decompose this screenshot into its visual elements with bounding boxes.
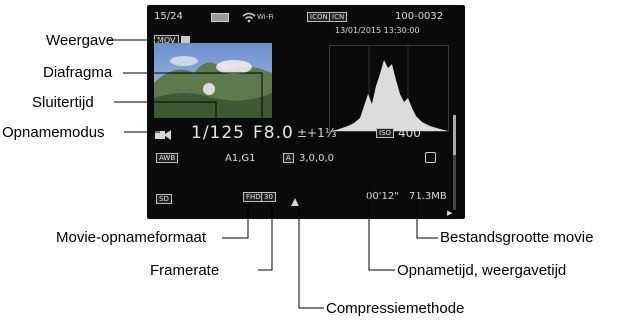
callout-weergave: Weergave	[46, 32, 115, 49]
scrollbar-track	[453, 115, 456, 210]
picture-style-settings: 3,0,0,0	[299, 153, 334, 164]
picture-style-icon: A	[283, 153, 294, 163]
iso-label-icon: ISO	[376, 128, 395, 138]
camera-lcd-screen: 15/24 Wi-Fi ICON ICN 100-0032 13/01/2015…	[147, 5, 465, 219]
movie-thumbnail	[154, 43, 272, 118]
callout-opnametijd: Opnametijd, weergavetijd	[397, 262, 567, 279]
frame-rate-icon: 30	[261, 192, 276, 202]
color-space-icon	[425, 152, 436, 163]
wifi-icon	[242, 10, 256, 28]
callout-opnamemodus: Opnamemodus	[2, 124, 105, 141]
callout-bestandsgrootte: Bestandsgrootte movie	[440, 229, 594, 246]
leader-bestandsgrootte	[416, 192, 438, 239]
callout-sluitertijd: Sluitertijd	[32, 94, 94, 111]
compression-method-icon	[291, 193, 299, 206]
leader-opnametijd	[368, 188, 395, 271]
iso-value: 400	[398, 126, 421, 140]
recording-datetime: 13/01/2015 13:30:00	[335, 26, 420, 35]
leader-compressiemethode	[298, 203, 324, 309]
recording-time: 00'12"	[366, 191, 399, 202]
leader-diafragma	[123, 72, 263, 121]
white-balance-shift: A1,G1	[225, 153, 256, 164]
rating-icon: ICN	[329, 12, 348, 22]
scrollbar-thumb	[453, 115, 456, 155]
movie-shooting-mode-icon	[155, 128, 171, 140]
aperture-value: F8.0	[253, 123, 294, 143]
movie-file-size: 71.3MB	[409, 191, 447, 202]
callout-compressiemethode: Compressiemethode	[326, 300, 465, 317]
image-quality-icon: SD	[156, 194, 172, 204]
leader-framerate	[258, 203, 273, 271]
frame-counter: 15/24	[154, 11, 183, 22]
folder-file-number: 100-0032	[395, 11, 444, 22]
white-balance-icon: AWB	[156, 153, 179, 163]
wifi-label: Wi-Fi	[257, 13, 274, 21]
callout-movie-opnameformaat: Movie-opnameformaat	[56, 229, 207, 246]
leader-movie-opnameformaat	[222, 203, 249, 239]
exposure-compensation: ±+1⅓	[297, 126, 337, 140]
movie-camera-icon	[181, 36, 190, 45]
shutter-speed: 1/125	[191, 123, 245, 143]
leader-sluitertijd	[114, 101, 217, 121]
callout-framerate: Framerate	[150, 262, 220, 279]
battery-icon	[211, 13, 229, 22]
callout-diafragma: Diafragma	[43, 64, 113, 81]
playback-indicator: ▶	[447, 209, 453, 217]
